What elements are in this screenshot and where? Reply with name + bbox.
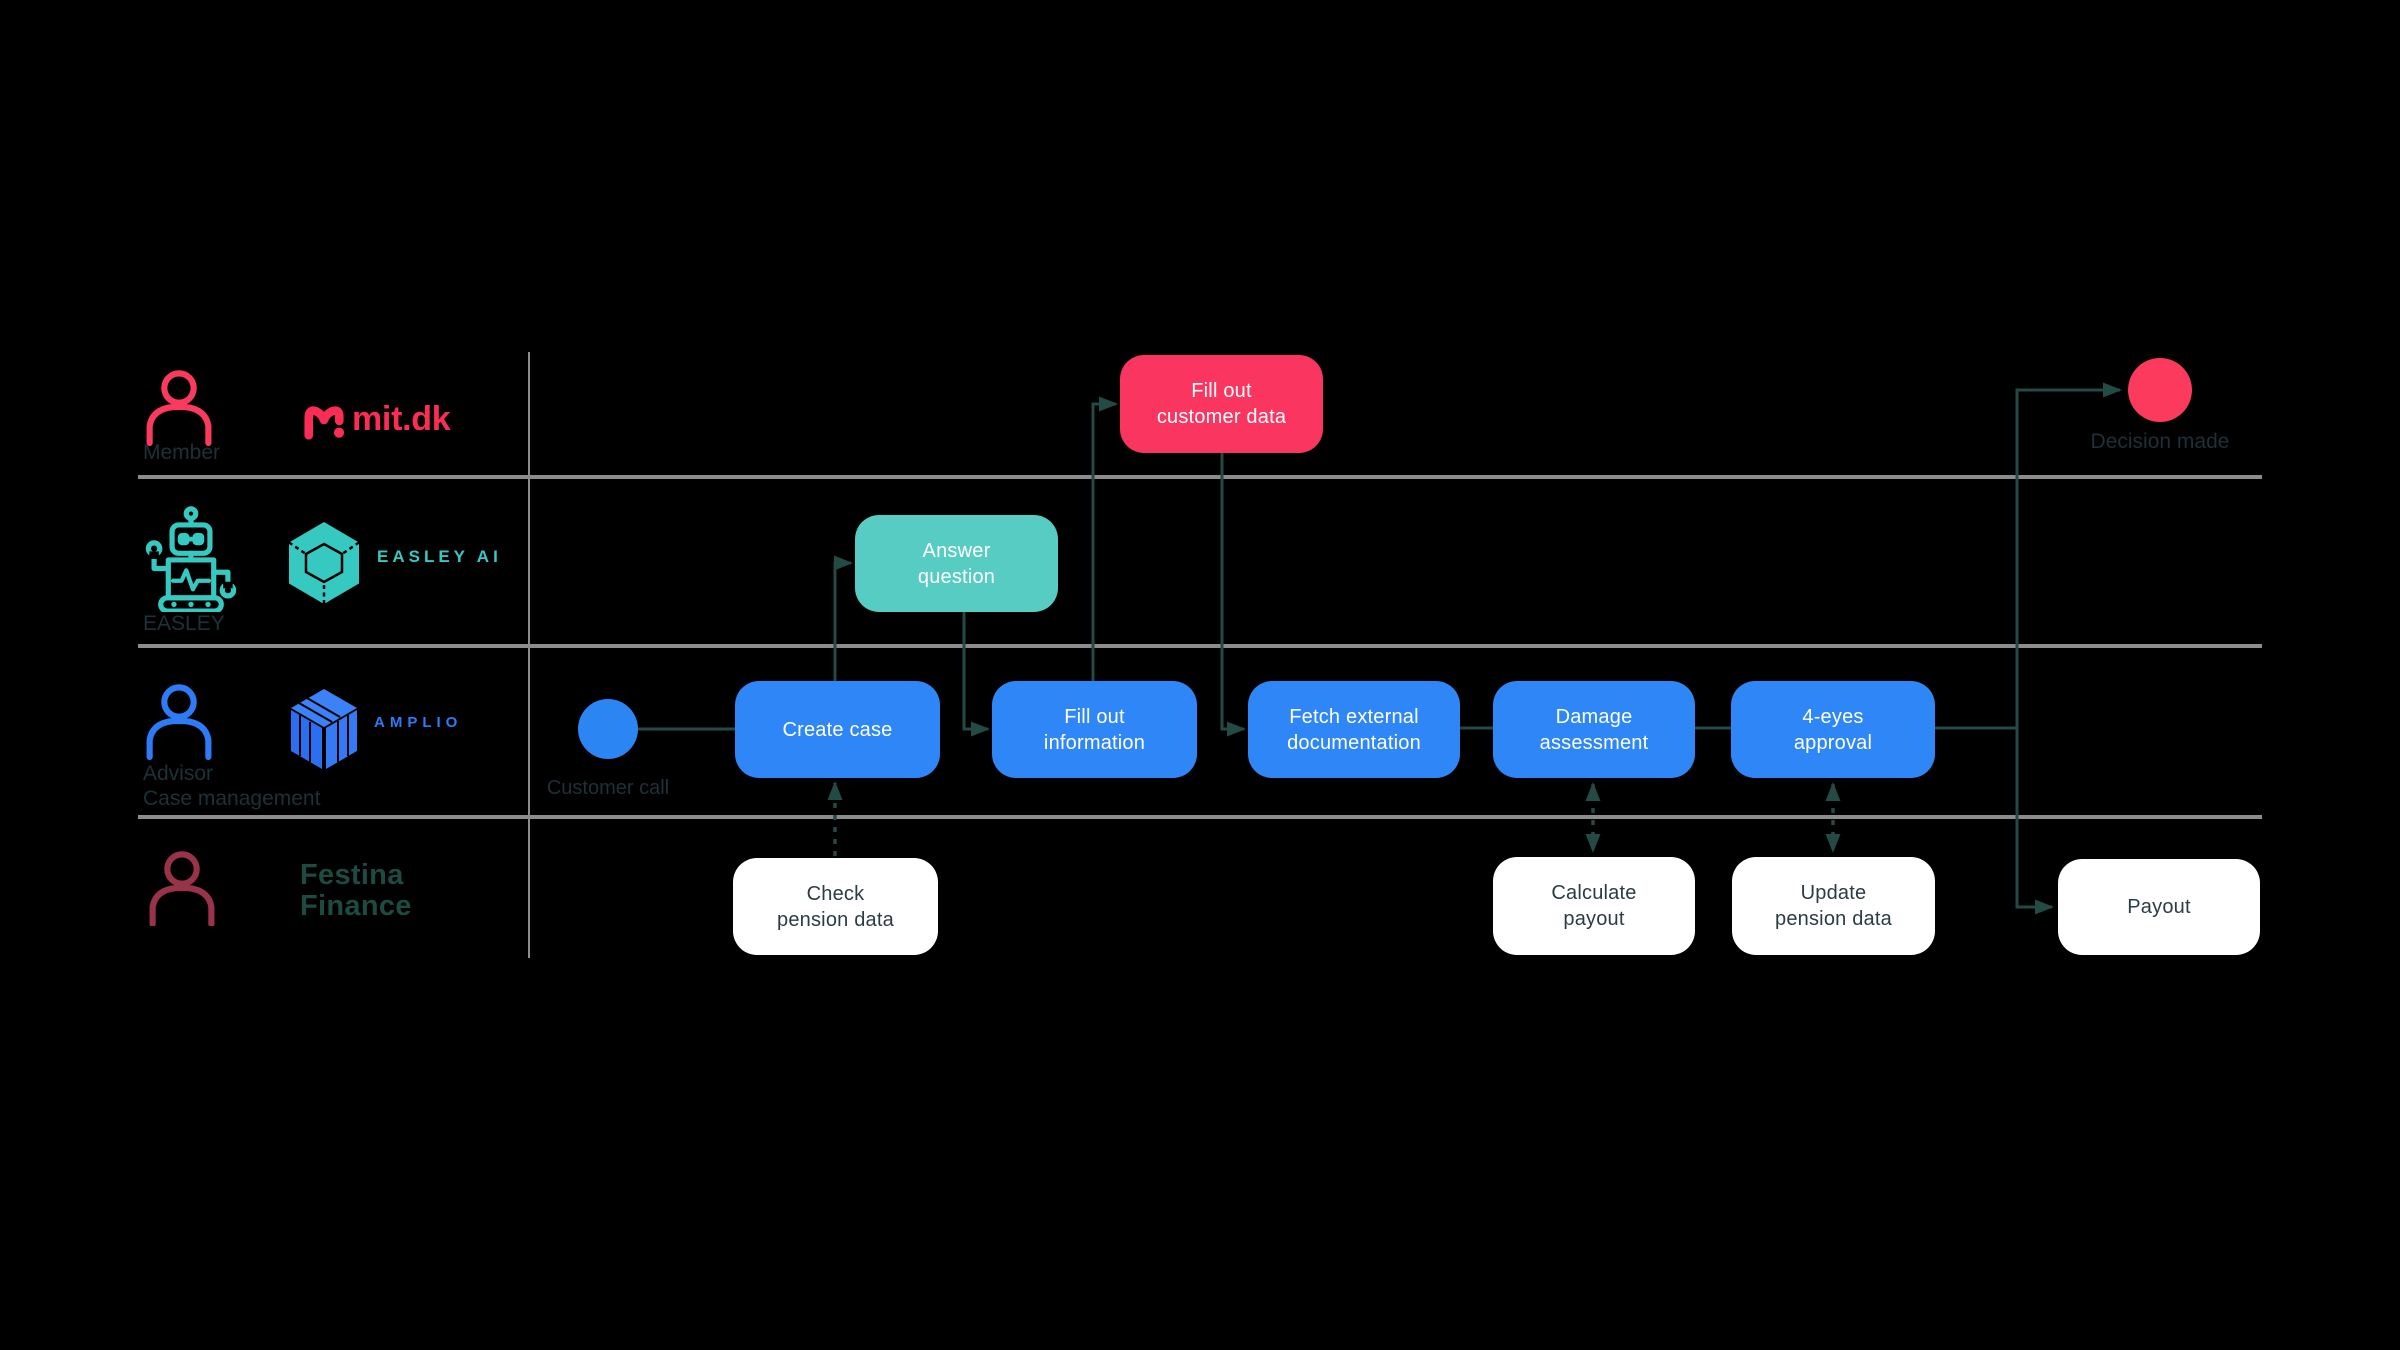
- task-4-eyes-approval: 4-eyes approval: [1731, 681, 1935, 778]
- easley-logo-text: EASLEY AI: [377, 547, 502, 566]
- task-fill-out-information-label: Fill out information: [1043, 705, 1146, 754]
- task-damage-assessment-label: Damage assessment: [1539, 705, 1649, 754]
- member-person-icon: [146, 370, 212, 446]
- task-4-eyes-approval-label: 4-eyes approval: [1793, 705, 1873, 754]
- task-damage-assessment: Damage assessment: [1493, 681, 1695, 778]
- task-answer-question: Answer question: [855, 515, 1058, 612]
- festina-person-icon: [149, 851, 215, 926]
- task-fetch-external-documentation-label: Fetch external documentation: [1287, 705, 1421, 754]
- task-fetch-external-documentation: Fetch external documentation: [1248, 681, 1460, 778]
- connector-4-eyes-to-decision-made: [1935, 382, 2122, 730]
- mitdk-logo-text: mit.dk: [352, 400, 451, 438]
- task-payout-label: Payout: [2127, 896, 2191, 918]
- connector-fill-out-customer-data-to-fetch-external-documentation: [1220, 453, 1246, 737]
- amplio-cube-logo-icon: [291, 689, 357, 769]
- customer-call-start-event: [578, 699, 638, 759]
- festina-logo-line1: Festina: [300, 859, 404, 891]
- easley-robot-icon: [145, 506, 237, 612]
- member-actor-label: Member: [143, 441, 221, 464]
- decision-made-label: Decision made: [2090, 430, 2230, 453]
- amplio-logo-text: AMPLIO: [374, 714, 463, 731]
- task-create-case-label: Create case: [782, 718, 893, 741]
- connector-answer-question-to-fill-out-information: [962, 612, 990, 737]
- lane-divider-advisor-festina: [138, 815, 2262, 819]
- task-answer-question-label: Answer question: [917, 539, 996, 588]
- task-calculate-payout: Calculate payout: [1493, 857, 1695, 955]
- mitdk-logo-icon: [304, 406, 345, 440]
- decision-made-end-event: [2128, 358, 2192, 422]
- task-fill-out-customer-data: Fill out customer data: [1120, 355, 1323, 453]
- advisor-person-icon: [146, 684, 212, 760]
- task-check-pension-data-label: Check pension data: [777, 882, 894, 931]
- festina-finance-logo-text: Festina Finance: [300, 860, 412, 922]
- task-check-pension-data: Check pension data: [733, 858, 938, 955]
- lane-divider-easley-advisor: [138, 644, 2262, 648]
- easley-actor-label: EASLEY: [143, 612, 225, 635]
- lane-divider-member-easley: [138, 475, 2262, 479]
- festina-logo-line2: Finance: [300, 890, 412, 922]
- lane-header-divider: [528, 352, 530, 958]
- connector-create-case-to-answer-question: [833, 555, 853, 681]
- task-calculate-payout-label: Calculate payout: [1551, 882, 1637, 930]
- task-fill-out-customer-data-label: Fill out customer data: [1156, 380, 1287, 428]
- task-create-case: Create case: [735, 681, 940, 778]
- connector-4-eyes-to-payout: [2015, 728, 2054, 915]
- task-fill-out-information: Fill out information: [992, 681, 1197, 778]
- task-update-pension-data-label: Update pension data: [1775, 882, 1892, 930]
- connector-fill-out-information-to-fill-out-customer-data: [1091, 396, 1118, 681]
- advisor-actor-sublabel: Case management: [143, 787, 321, 810]
- task-payout: Payout: [2058, 859, 2260, 955]
- easley-hexagon-logo-icon: [288, 522, 360, 604]
- customer-call-label: Customer call: [546, 777, 670, 799]
- task-update-pension-data: Update pension data: [1732, 857, 1935, 955]
- advisor-actor-label: Advisor: [143, 762, 214, 785]
